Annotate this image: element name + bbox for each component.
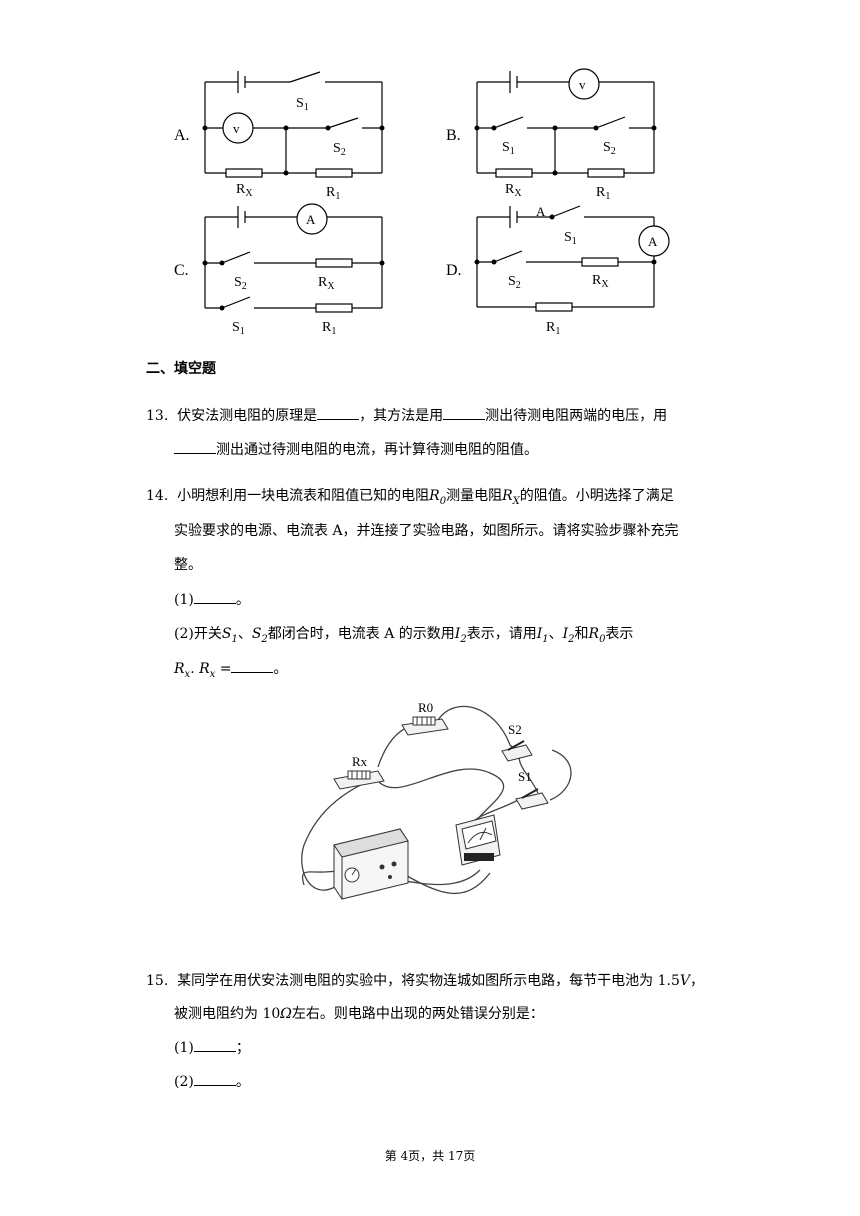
option-b-meter: v [579, 77, 586, 92]
circuit-option-b: B. v S1 S2 RX R1 [446, 68, 657, 202]
fig-rx-label: Rx [352, 754, 368, 769]
option-c-r1-label: R1 [322, 320, 336, 337]
q13-line2: 测出通过待测电阻的电流，再计算待测电阻的阻值。 [174, 439, 538, 460]
option-a-s1-label: S1 [296, 96, 309, 113]
q14-step2: (2)开关S1、S2都闭合时，电流表 A 的示数用I2表示，请用I1、I2和R0… [174, 626, 634, 645]
q14-line1: 14. 小明想利用一块电流表和阻值已知的电阻R0测量电阻RX的阻值。小明选择了满… [146, 488, 674, 507]
r0-resistor: R0 [401, 700, 449, 736]
q14-circuit-figure: R0 Rx S2 S1 [301, 700, 572, 900]
option-a-r1-label: R1 [326, 185, 340, 202]
option-c-s1-label: S1 [232, 320, 245, 337]
q13-blank-3[interactable] [174, 439, 216, 454]
option-b-rx-label: RX [505, 182, 522, 199]
fig-s2-label: S2 [508, 722, 522, 737]
q13-blank-2[interactable] [443, 405, 486, 420]
q14-line3: 整。 [174, 557, 202, 573]
fig-r0-label: R0 [418, 700, 433, 715]
section-title: 二、填空题 [146, 361, 216, 377]
q15-line1: 15. 某同学在用伏安法测电阻的实验中，将实物连城如图所示电路，每节干电池为 1… [146, 973, 705, 989]
fig-s1-label: S1 [518, 769, 532, 784]
q14-step1: (1)。 [174, 589, 250, 610]
q15-blank-1[interactable] [193, 1037, 236, 1052]
q14-line6: Rx. Rx =。 [174, 658, 287, 685]
circuit-diagrams: A. v S1 S2 RX R1 B. [174, 68, 670, 337]
q13-line1: 13. 伏安法测电阻的原理是，其方法是用测出待测电阻两端的电压，用 [146, 405, 667, 426]
q14-line2: 实验要求的电源、电流表 A，并连接了实验电路，如图所示。请将实验步骤补充完 [174, 523, 679, 539]
option-c-rx-label: RX [318, 275, 335, 292]
q14-blank-1[interactable] [193, 589, 236, 604]
option-c-label: C. [174, 262, 189, 279]
option-d-label: D. [446, 262, 462, 279]
option-c-s2-label: S2 [234, 275, 247, 292]
option-b-r1-label: R1 [596, 185, 610, 202]
option-d-s2-label: S2 [508, 274, 521, 291]
option-d-rx-label: RX [592, 273, 609, 290]
s1-switch: S1 [515, 769, 549, 810]
option-b-s1-label: S1 [502, 140, 515, 157]
option-b-s2-label: S2 [603, 140, 616, 157]
q15-blank-2[interactable] [193, 1071, 236, 1086]
circuit-option-d: D. A A S1 S2 RX R1 [446, 204, 670, 337]
s2-switch: S2 [501, 722, 533, 762]
circuit-option-c: C. A S2 RX S1 R1 [174, 203, 385, 337]
option-d-meter: A [648, 234, 658, 249]
option-d-s1-label: S1 [564, 230, 577, 247]
power-supply [333, 828, 409, 900]
option-c-meter: A [306, 212, 316, 227]
ammeter [455, 814, 501, 866]
q14-number: 14. [146, 488, 169, 504]
q15-number: 15. [146, 973, 169, 989]
option-a-s2-label: S2 [333, 141, 346, 158]
option-d-node-a: A [536, 204, 546, 219]
q13-blank-1[interactable] [317, 405, 360, 420]
q15-answer-2: (2)。 [174, 1071, 250, 1092]
q15-line2: 被测电阻约为 10Ω左右。则电路中出现的两处错误分别是： [174, 1006, 544, 1022]
option-d-r1-label: R1 [546, 320, 560, 337]
option-a-meter: v [233, 121, 240, 136]
q13-number: 13. [146, 408, 169, 424]
page-footer: 第 4页，共 17页 [384, 1149, 476, 1163]
rx-resistor: Rx [333, 754, 385, 790]
q14-blank-2[interactable] [231, 658, 274, 673]
circuit-option-a: A. v S1 S2 RX R1 [174, 71, 385, 202]
option-a-label: A. [174, 127, 190, 144]
q15-answer-1: (1)； [174, 1037, 250, 1058]
option-b-label: B. [446, 127, 461, 144]
option-a-rx-label: RX [236, 182, 253, 199]
